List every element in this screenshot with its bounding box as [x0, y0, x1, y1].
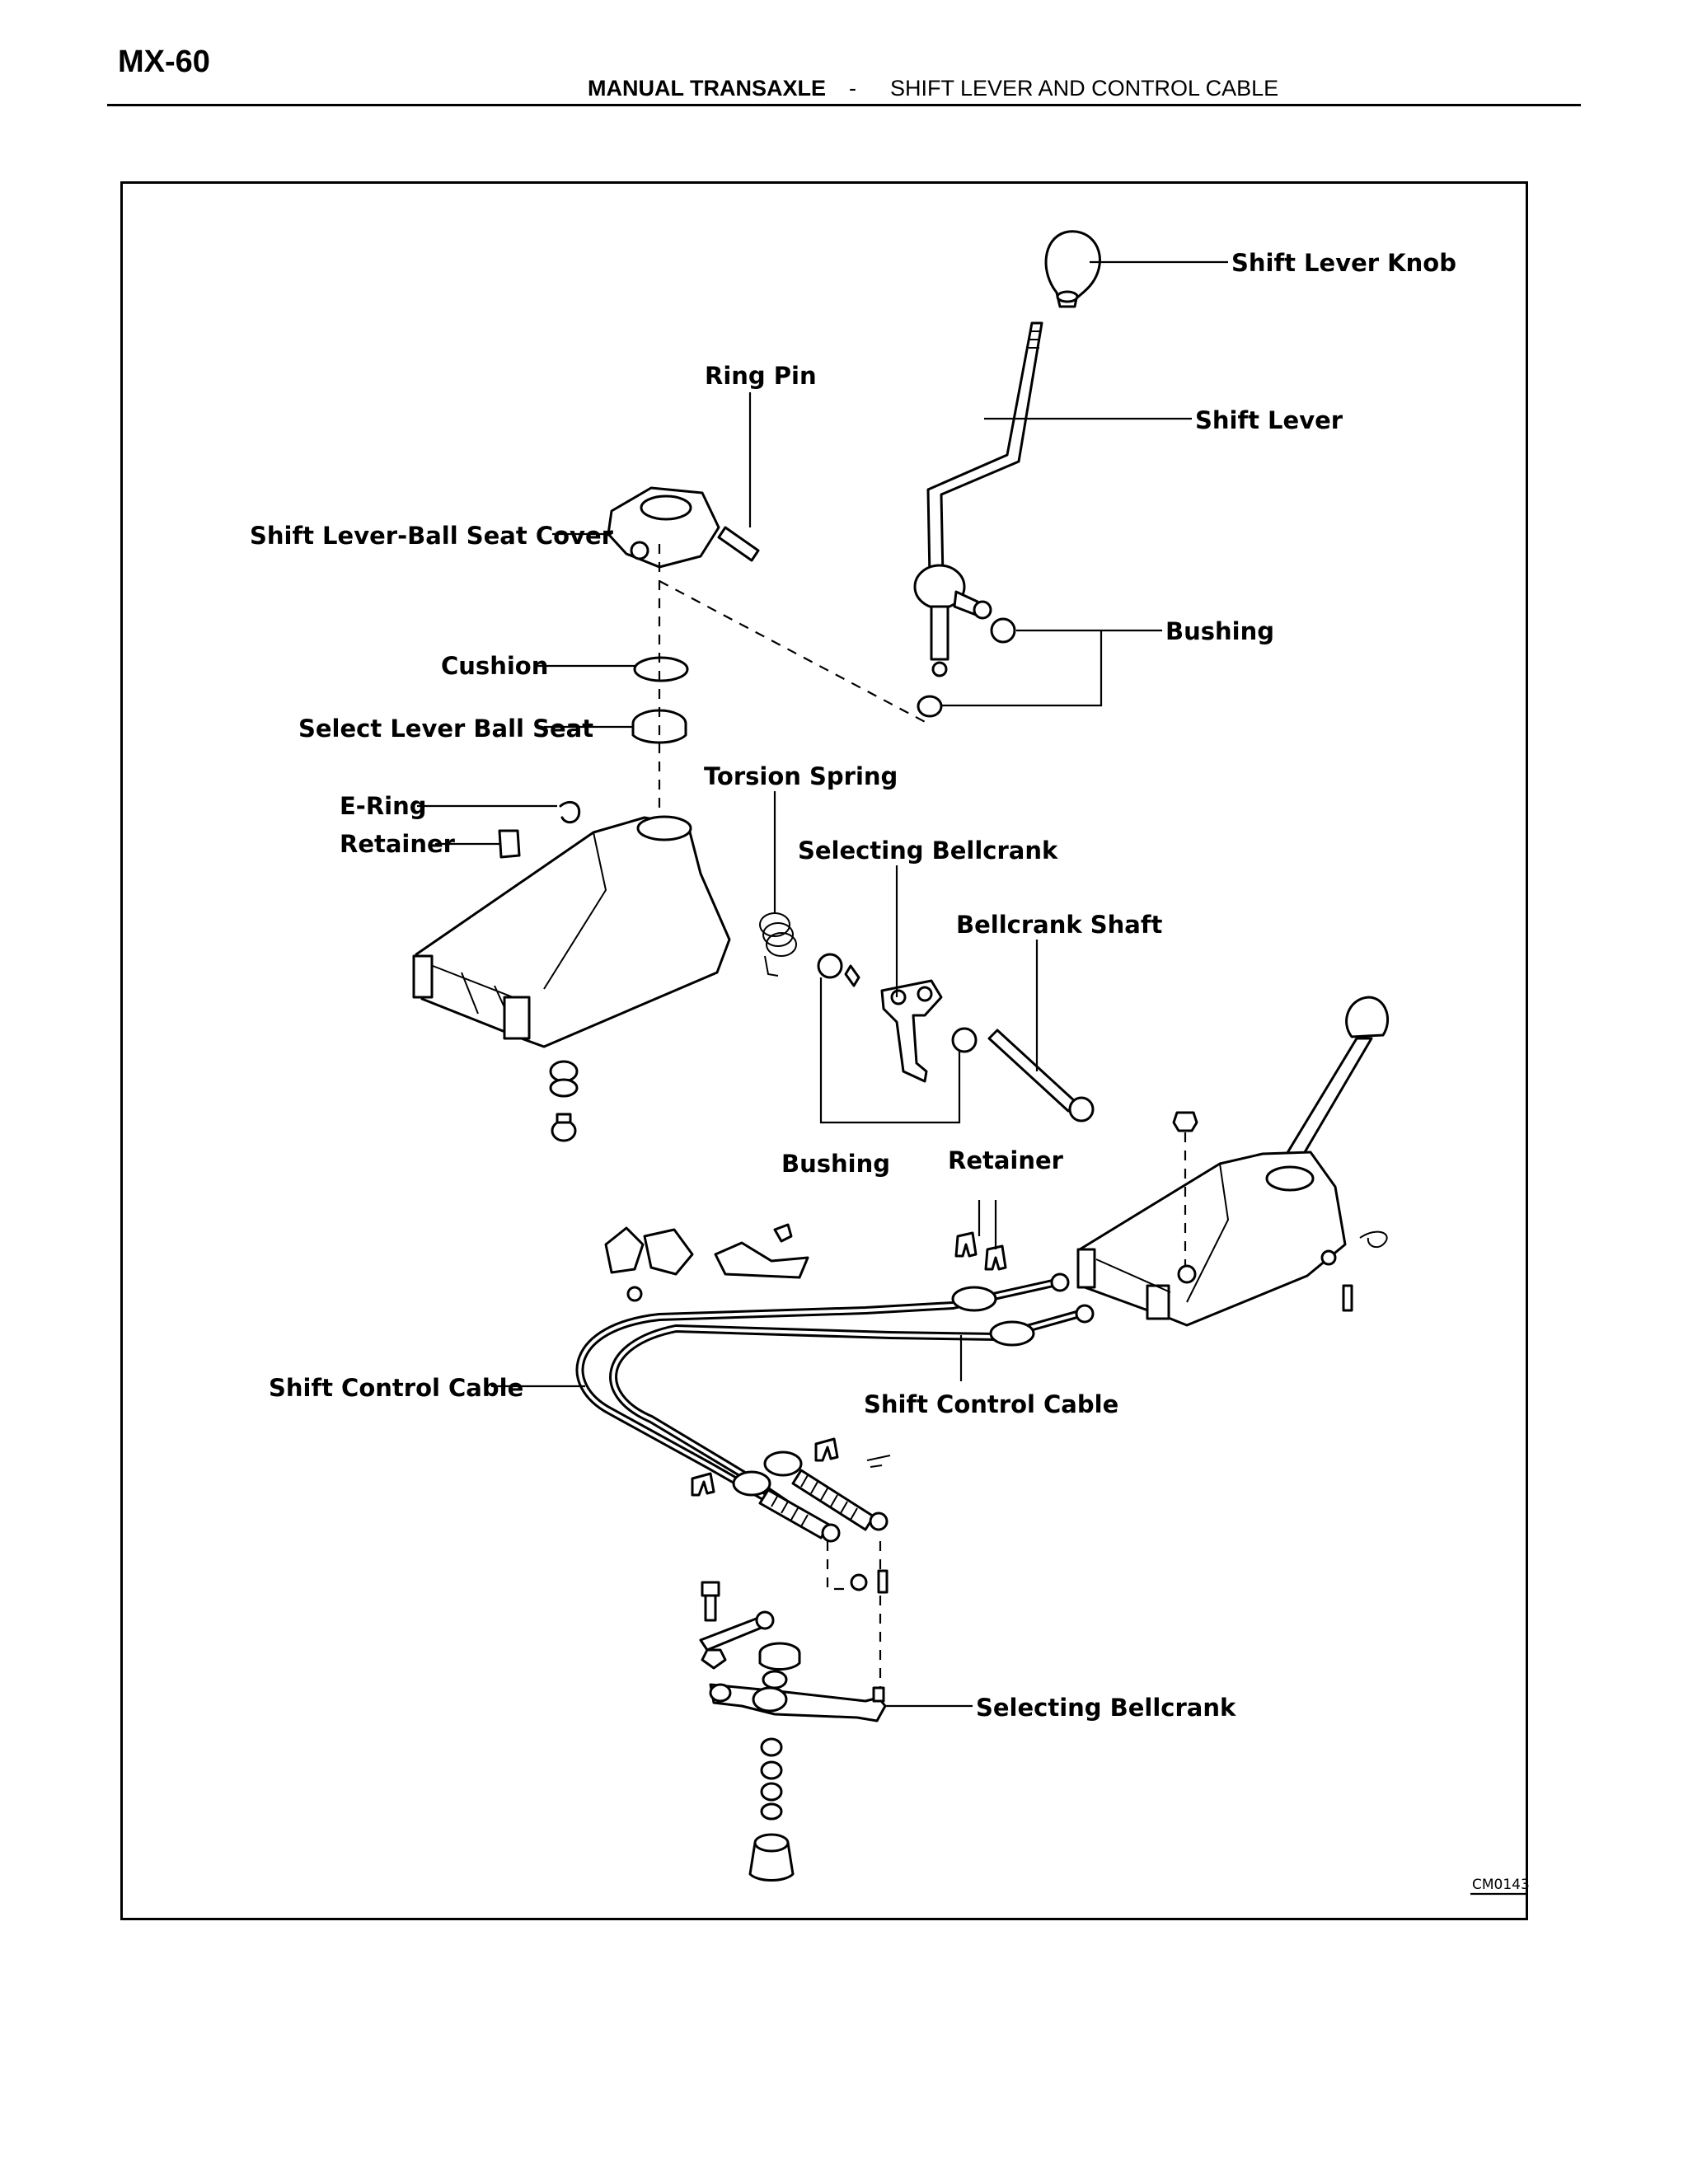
bottom-stack-washers-part — [760, 1737, 783, 1821]
bottom-bushing-cap-part — [748, 1833, 795, 1882]
shift-lever-knob-part — [1044, 230, 1101, 308]
bushing-mid-left-part — [817, 953, 843, 979]
callout-cushion: Cushion — [441, 652, 548, 680]
bushing-lower-part — [917, 695, 943, 718]
ring-pin-part — [717, 526, 760, 562]
leader-lines — [417, 260, 1228, 1708]
callout-ball-seat-cover: Shift Lever-Ball Seat Cover — [250, 522, 614, 550]
callout-ring-pin: Ring Pin — [705, 362, 817, 390]
bottom-washer-part — [701, 1648, 727, 1670]
cable-end-spring-part — [732, 1451, 889, 1543]
selecting-bellcrank-top-part — [880, 979, 943, 1083]
bushing-upper-part — [990, 617, 1016, 644]
topic-title: SHIFT LEVER AND CONTROL CABLE — [890, 76, 1279, 101]
callout-bellcrank-shaft: Bellcrank Shaft — [956, 911, 1162, 939]
housing-bolt-part — [551, 1113, 577, 1142]
e-ring-part — [559, 800, 581, 824]
ball-seat-cover-part — [607, 486, 720, 569]
callout-e-ring: E-Ring — [340, 792, 427, 820]
callout-select-lever-ball-seat: Select Lever Ball Seat — [298, 715, 593, 743]
figure-frame — [120, 181, 1528, 1920]
bottom-bolt-part — [701, 1581, 720, 1622]
bellcrank-shaft-part — [987, 1029, 1095, 1122]
retainer-mid-part — [954, 1231, 1007, 1271]
callout-shift-control-cable-right: Shift Control Cable — [864, 1390, 1118, 1418]
callout-bushing-top: Bushing — [1165, 617, 1274, 645]
figure-code: CM0143 — [1472, 1877, 1530, 1893]
cable-clip-part — [691, 1437, 891, 1497]
cushion-part — [633, 656, 689, 682]
assembly-guide-line — [659, 580, 932, 726]
callout-selecting-bellcrank-bottom: Selecting Bellcrank — [976, 1694, 1236, 1722]
assembly-guide-line — [826, 1541, 849, 1591]
header-rule — [107, 104, 1581, 106]
callout-shift-lever-knob: Shift Lever Knob — [1231, 249, 1456, 277]
bottom-pin-part — [877, 1569, 889, 1594]
bottom-bushing-part — [850, 1573, 868, 1591]
clip-part — [1359, 1230, 1388, 1249]
assembled-shifter-part — [1076, 996, 1390, 1327]
torsion-spring-part — [759, 912, 797, 977]
washer-part — [844, 964, 860, 987]
callout-selecting-bellcrank-top: Selecting Bellcrank — [798, 837, 1058, 865]
callout-torsion-spring: Torsion Spring — [704, 762, 898, 790]
selecting-bellcrank-bottom-part — [709, 1670, 887, 1722]
shift-control-cable-part — [575, 1272, 1095, 1522]
shift-lever-part — [913, 321, 1043, 677]
shift-lever-housing-part — [412, 815, 731, 1048]
callout-retainer-top: Retainer — [340, 830, 456, 858]
callout-shift-control-cable-left: Shift Control Cable — [269, 1374, 523, 1402]
bushing-mid-right-part — [951, 1027, 978, 1053]
section-title: MANUAL TRANSAXLE — [588, 76, 826, 101]
shifter-bolt-part — [1172, 1111, 1198, 1266]
header-separator: - — [849, 76, 856, 101]
callout-shift-lever: Shift Lever — [1195, 406, 1343, 434]
pin-part — [1342, 1284, 1353, 1312]
page-number: MX-60 — [118, 45, 210, 79]
callout-bushing-mid: Bushing — [781, 1150, 890, 1178]
housing-nut-part — [549, 1060, 579, 1098]
bracket-plate-part — [604, 1223, 809, 1302]
bottom-ring-part — [758, 1642, 801, 1671]
callout-retainer-mid: Retainer — [948, 1146, 1064, 1174]
retainer-top-part — [498, 829, 521, 859]
